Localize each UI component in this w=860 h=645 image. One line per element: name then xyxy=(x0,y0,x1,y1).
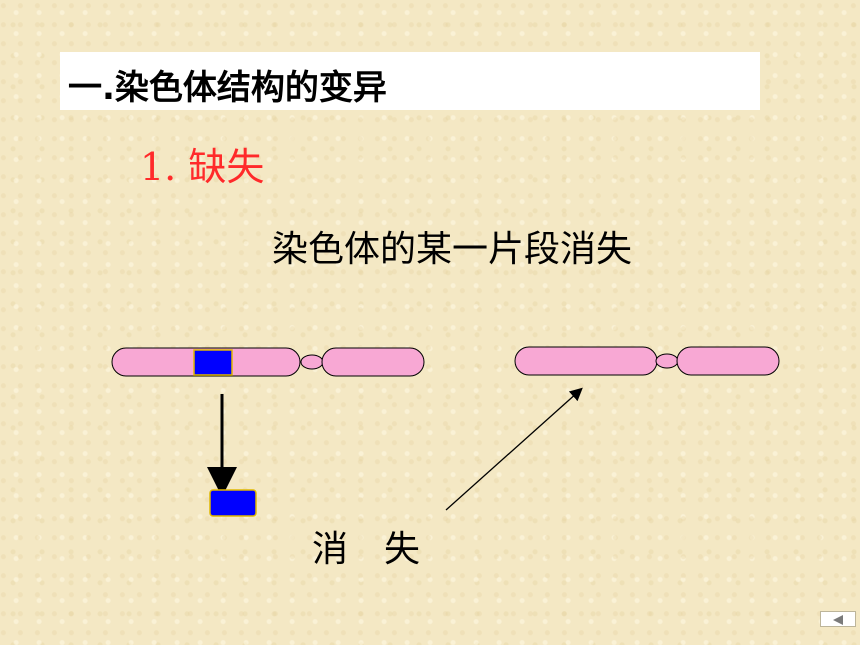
diagonal-arrow xyxy=(445,387,583,511)
removed-fragment xyxy=(209,489,257,517)
previous-slide-button[interactable] xyxy=(820,611,856,627)
centromere xyxy=(300,354,324,370)
vanish-label: 消 失 xyxy=(312,529,421,570)
chromosome-right-arm xyxy=(321,347,425,377)
result-left-arm xyxy=(514,346,658,376)
section-subtitle: 1. 缺失 xyxy=(140,145,265,189)
triangle-left-icon xyxy=(833,615,843,625)
page-title: 一.染色体结构的变异 xyxy=(68,68,387,108)
deleted-segment-in-place xyxy=(193,349,233,376)
original-chromosome xyxy=(111,347,425,377)
description-text: 染色体的某一片段消失 xyxy=(272,229,633,270)
deleted-chromosome xyxy=(514,346,780,376)
result-right-arm xyxy=(676,346,780,376)
result-centromere xyxy=(655,353,679,369)
title-bar: 一.染色体结构的变异 xyxy=(60,52,760,110)
